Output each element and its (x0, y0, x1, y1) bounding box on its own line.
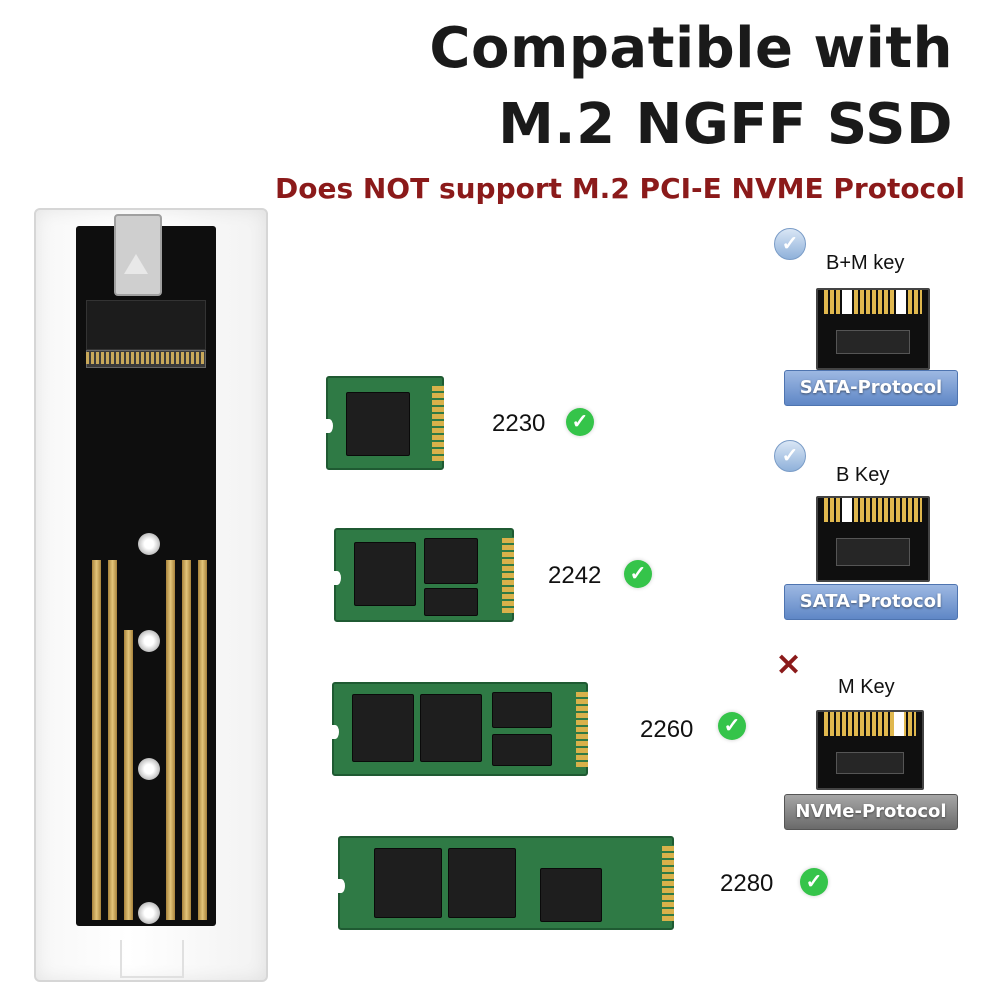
b-key-connector (816, 496, 930, 582)
key-label-m: M Key (838, 676, 895, 698)
gold-trace (108, 560, 117, 920)
enclosure-end-cap (120, 940, 184, 978)
gold-trace (124, 630, 133, 920)
size-label-2260: 2260 (640, 716, 694, 743)
ssd-2242 (333, 528, 514, 622)
protocol-badge-b: SATA-Protocol (784, 584, 958, 620)
controller-area (86, 300, 206, 350)
key-label-b: B Key (836, 464, 890, 486)
bm-key-connector (816, 288, 930, 370)
ssd-2280 (337, 836, 674, 930)
key-label-bm: B+M key (826, 252, 905, 274)
gold-trace (166, 560, 175, 920)
size-label-2230: 2230 (492, 410, 546, 437)
headline-ssd-type: M.2 NGFF SSD (498, 92, 953, 157)
ssd-2260 (331, 682, 588, 776)
gold-trace (92, 560, 101, 920)
headline-compatible: Compatible with (429, 16, 953, 81)
warning-triangle-icon (124, 254, 148, 274)
ssd-2230 (325, 376, 444, 470)
protocol-badge-m: NVMe-Protocol (784, 794, 958, 830)
mount-screw-icon (138, 533, 160, 555)
unsupported-cross-icon: ✕ (776, 649, 802, 682)
check-2242-icon: ✓ (624, 560, 652, 588)
protocol-badge-bm: SATA-Protocol (784, 370, 958, 406)
mount-screw-icon (138, 630, 160, 652)
gold-trace (198, 560, 207, 920)
size-label-2242: 2242 (548, 562, 602, 589)
size-label-2280: 2280 (720, 870, 774, 897)
check-2280-icon: ✓ (800, 868, 828, 896)
m-key-connector (816, 710, 924, 790)
check-2230-icon: ✓ (566, 408, 594, 436)
mount-screw-icon (138, 902, 160, 924)
supported-check-icon: ✓ (774, 228, 806, 260)
gold-trace (182, 560, 191, 920)
supported-check-icon: ✓ (774, 440, 806, 472)
check-2260-icon: ✓ (718, 712, 746, 740)
nvme-warning: Does NOT support M.2 PCI-E NVME Protocol (274, 172, 965, 205)
m2-slot-pins (86, 352, 204, 364)
mount-screw-icon (138, 758, 160, 780)
